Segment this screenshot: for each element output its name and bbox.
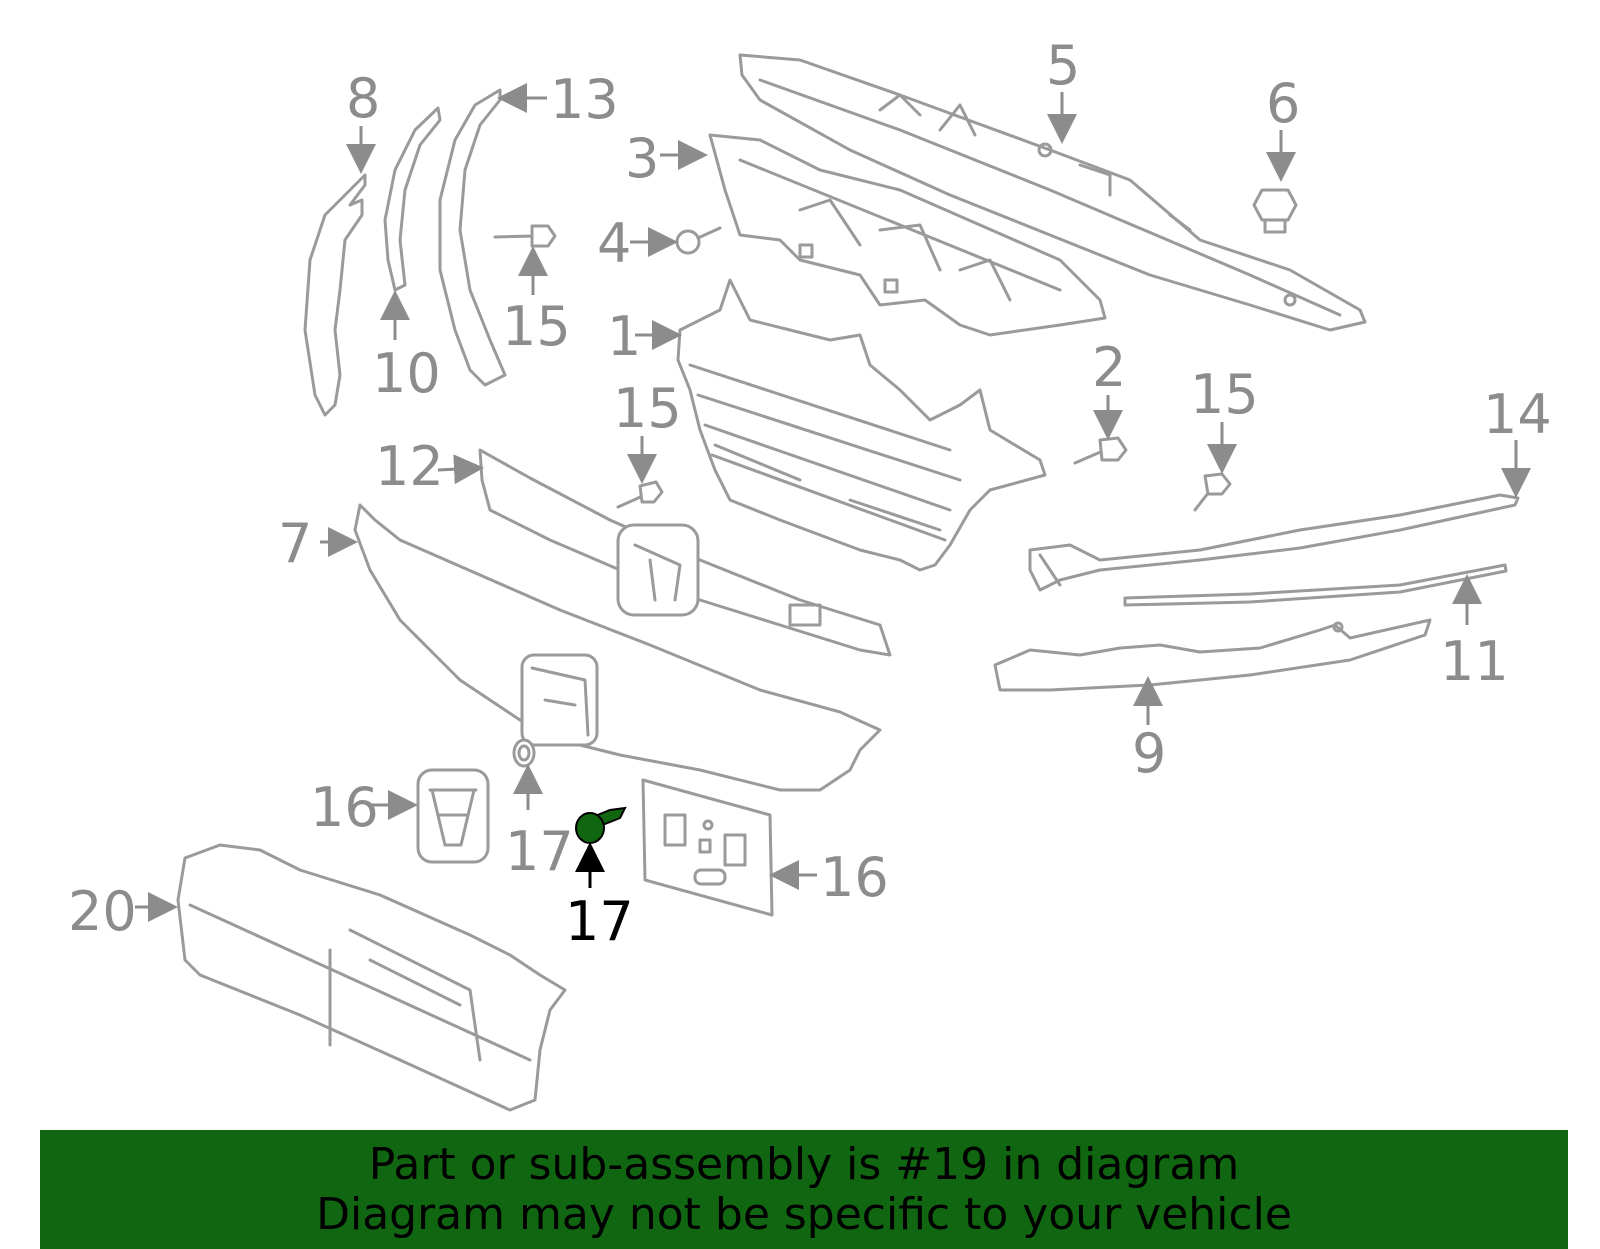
callout-labels: 8 13 3 4 5 6 15 10 1 2 15 14 15 12 7 11 … <box>68 34 1552 953</box>
callout-16: 16 <box>310 776 379 839</box>
part-19-screw-highlighted <box>575 806 627 844</box>
part-15-screw-mid <box>616 480 664 509</box>
callout-20: 20 <box>68 880 137 943</box>
callout-15-left: 15 <box>502 295 571 358</box>
banner-line-part: Part or sub-assembly is #19 in diagram <box>368 1139 1240 1190</box>
callout-5: 5 <box>1046 34 1080 97</box>
callout-3: 3 <box>625 127 659 190</box>
part-20-lower-shroud <box>176 843 567 1112</box>
callout-15-mid: 15 <box>613 377 682 440</box>
part-7-grille-bar <box>353 503 882 792</box>
callout-1: 1 <box>607 305 641 368</box>
part-18-plate-bracket <box>641 778 774 917</box>
callout-11: 11 <box>1440 630 1509 693</box>
info-banner: Part or sub-assembly is #19 in diagram D… <box>40 1130 1568 1249</box>
part-10-side-trim <box>383 106 442 292</box>
part-2-bolt <box>1073 436 1128 465</box>
callout-9: 9 <box>1132 722 1166 785</box>
callout-6: 6 <box>1266 72 1300 135</box>
part-1-grille <box>676 278 1047 572</box>
part-5-upper-beam <box>738 53 1367 332</box>
callout-13: 13 <box>550 68 619 131</box>
callout-4: 4 <box>597 212 631 275</box>
part-6-bolt <box>1252 188 1298 234</box>
part-4-screw <box>675 226 722 255</box>
part-17-washer <box>512 738 536 768</box>
callout-7: 7 <box>278 512 312 575</box>
part-11-trim <box>1123 563 1508 607</box>
callout-19-highlighted: 17 <box>565 890 634 953</box>
part-12-emblem-bracket <box>478 448 892 657</box>
leader-lines <box>135 83 1531 922</box>
part-8-side-trim <box>303 173 367 417</box>
callout-2: 2 <box>1092 336 1126 399</box>
callout-18: 16 <box>820 846 889 909</box>
part-14-trim <box>1028 493 1520 592</box>
callout-10: 10 <box>372 342 441 405</box>
callout-15-right: 15 <box>1190 363 1259 426</box>
callout-14: 14 <box>1483 383 1552 446</box>
part-15-screw-right <box>1193 472 1232 512</box>
part-9-trim <box>993 618 1432 692</box>
callout-8: 8 <box>346 67 380 130</box>
callout-17: 17 <box>505 820 574 883</box>
part-13-side-trim <box>438 88 507 387</box>
part-3-bracket <box>708 133 1107 337</box>
part-16-emblem <box>416 768 490 864</box>
banner-line-disclaimer: Diagram may not be specific to your vehi… <box>316 1189 1292 1240</box>
callout-12: 12 <box>375 435 444 498</box>
part-15-screw-left <box>493 224 557 248</box>
